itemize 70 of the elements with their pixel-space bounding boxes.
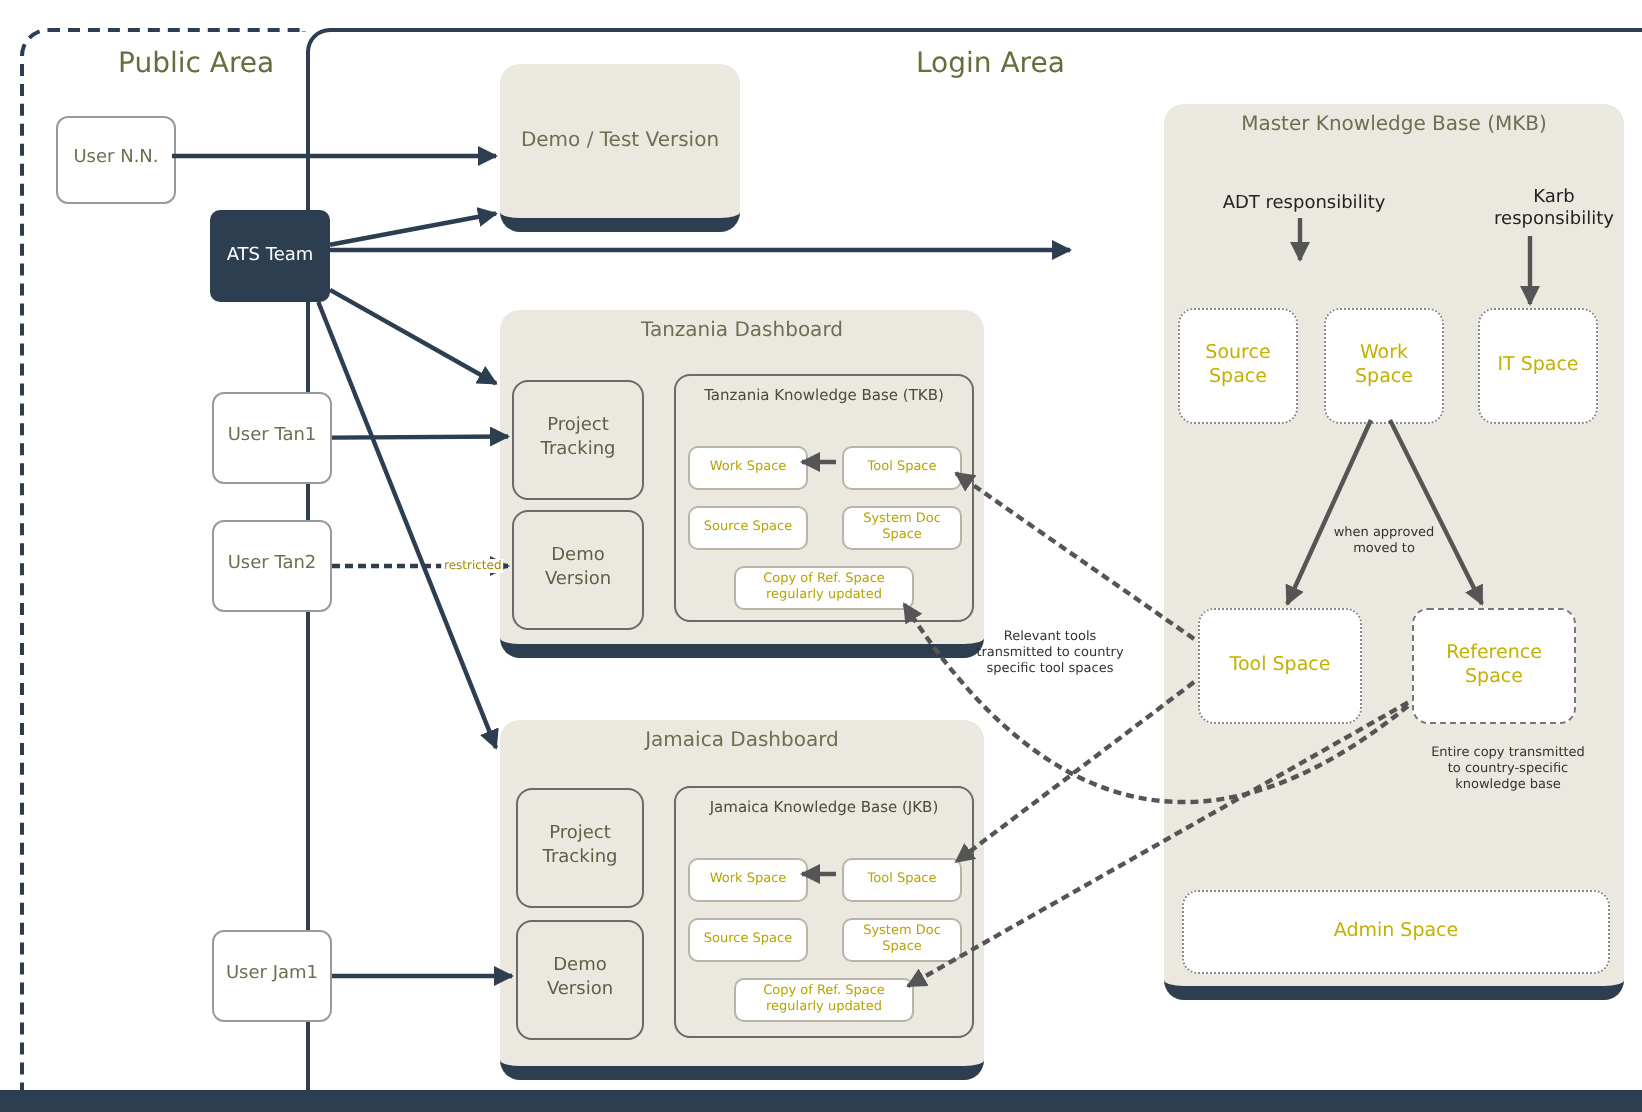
arrow xyxy=(330,240,1072,260)
actor-box xyxy=(212,930,332,1022)
arrow xyxy=(1290,218,1310,262)
node-label: Project Tracking xyxy=(538,416,618,464)
space-box xyxy=(688,918,808,962)
node-label: Project Tracking xyxy=(540,824,620,872)
knowledge-base-panel xyxy=(674,374,974,622)
node-label: Reference Space xyxy=(1444,641,1544,691)
space-box xyxy=(842,506,962,550)
dashboard-panel xyxy=(500,720,984,1080)
arrow xyxy=(800,864,836,884)
space-box xyxy=(688,858,808,902)
zone-title: Login Area xyxy=(914,48,1067,80)
space-box xyxy=(1324,308,1444,424)
space-box xyxy=(1182,890,1610,974)
knowledge-base-panel xyxy=(674,786,974,1038)
node-label: Tool Space xyxy=(1227,653,1333,679)
panel-title: Tanzania Dashboard xyxy=(639,320,845,342)
arrow xyxy=(1388,419,1484,606)
module-box xyxy=(512,510,644,630)
space-box xyxy=(1178,308,1298,424)
panel-title: Master Knowledge Base (MKB) xyxy=(1239,114,1549,136)
space-box xyxy=(688,446,808,490)
arrow xyxy=(332,426,510,447)
space-box xyxy=(1478,308,1598,424)
version-panel xyxy=(500,64,740,232)
node-label: Admin Space xyxy=(1331,919,1461,945)
space-box xyxy=(1198,608,1362,724)
node-label: User Jam1 xyxy=(223,964,321,988)
annotation-text: ADT responsibility xyxy=(1194,190,1414,222)
dashboard-panel xyxy=(1164,104,1624,1000)
node-label: Demo Version xyxy=(542,546,614,594)
panel-title: Jamaica Dashboard xyxy=(642,730,841,752)
node-label: Source Space xyxy=(1203,341,1273,391)
actor-box xyxy=(210,210,330,302)
node-label: Work Space xyxy=(1353,341,1415,391)
node-label: Demo / Test Version xyxy=(518,130,722,152)
arrow xyxy=(172,146,498,166)
zone-title: Public Area xyxy=(116,48,277,80)
dashed-arrow xyxy=(902,602,1410,804)
arrow xyxy=(329,207,498,247)
annotation-text: Karb responsibility xyxy=(1484,180,1624,240)
space-box xyxy=(734,566,914,610)
node-label: Demo Version xyxy=(544,956,616,1004)
space-box xyxy=(842,858,962,902)
node-label: IT Space xyxy=(1495,353,1581,379)
dashed-arrow xyxy=(954,680,1196,864)
space-box xyxy=(734,978,914,1022)
dashed-arrow xyxy=(954,471,1196,641)
module-box xyxy=(516,788,644,908)
node-label: User N.N. xyxy=(71,148,161,172)
module-box xyxy=(512,380,644,500)
arrow xyxy=(800,452,836,472)
actor-box xyxy=(212,392,332,484)
node-label: User Tan2 xyxy=(225,554,319,578)
space-box xyxy=(688,506,808,550)
arrow xyxy=(328,287,498,386)
space-box xyxy=(1412,608,1576,724)
actor-box xyxy=(212,520,332,612)
module-box xyxy=(516,920,644,1040)
node-label: ATS Team xyxy=(224,246,316,266)
space-box xyxy=(842,446,962,490)
arrow xyxy=(316,301,499,750)
arrow xyxy=(332,966,514,986)
dashed-arrow xyxy=(906,700,1410,988)
arrow xyxy=(1520,236,1540,306)
node-label: User Tan1 xyxy=(225,426,319,450)
arrow xyxy=(1285,419,1373,606)
space-box xyxy=(842,918,962,962)
actor-box xyxy=(56,116,176,204)
